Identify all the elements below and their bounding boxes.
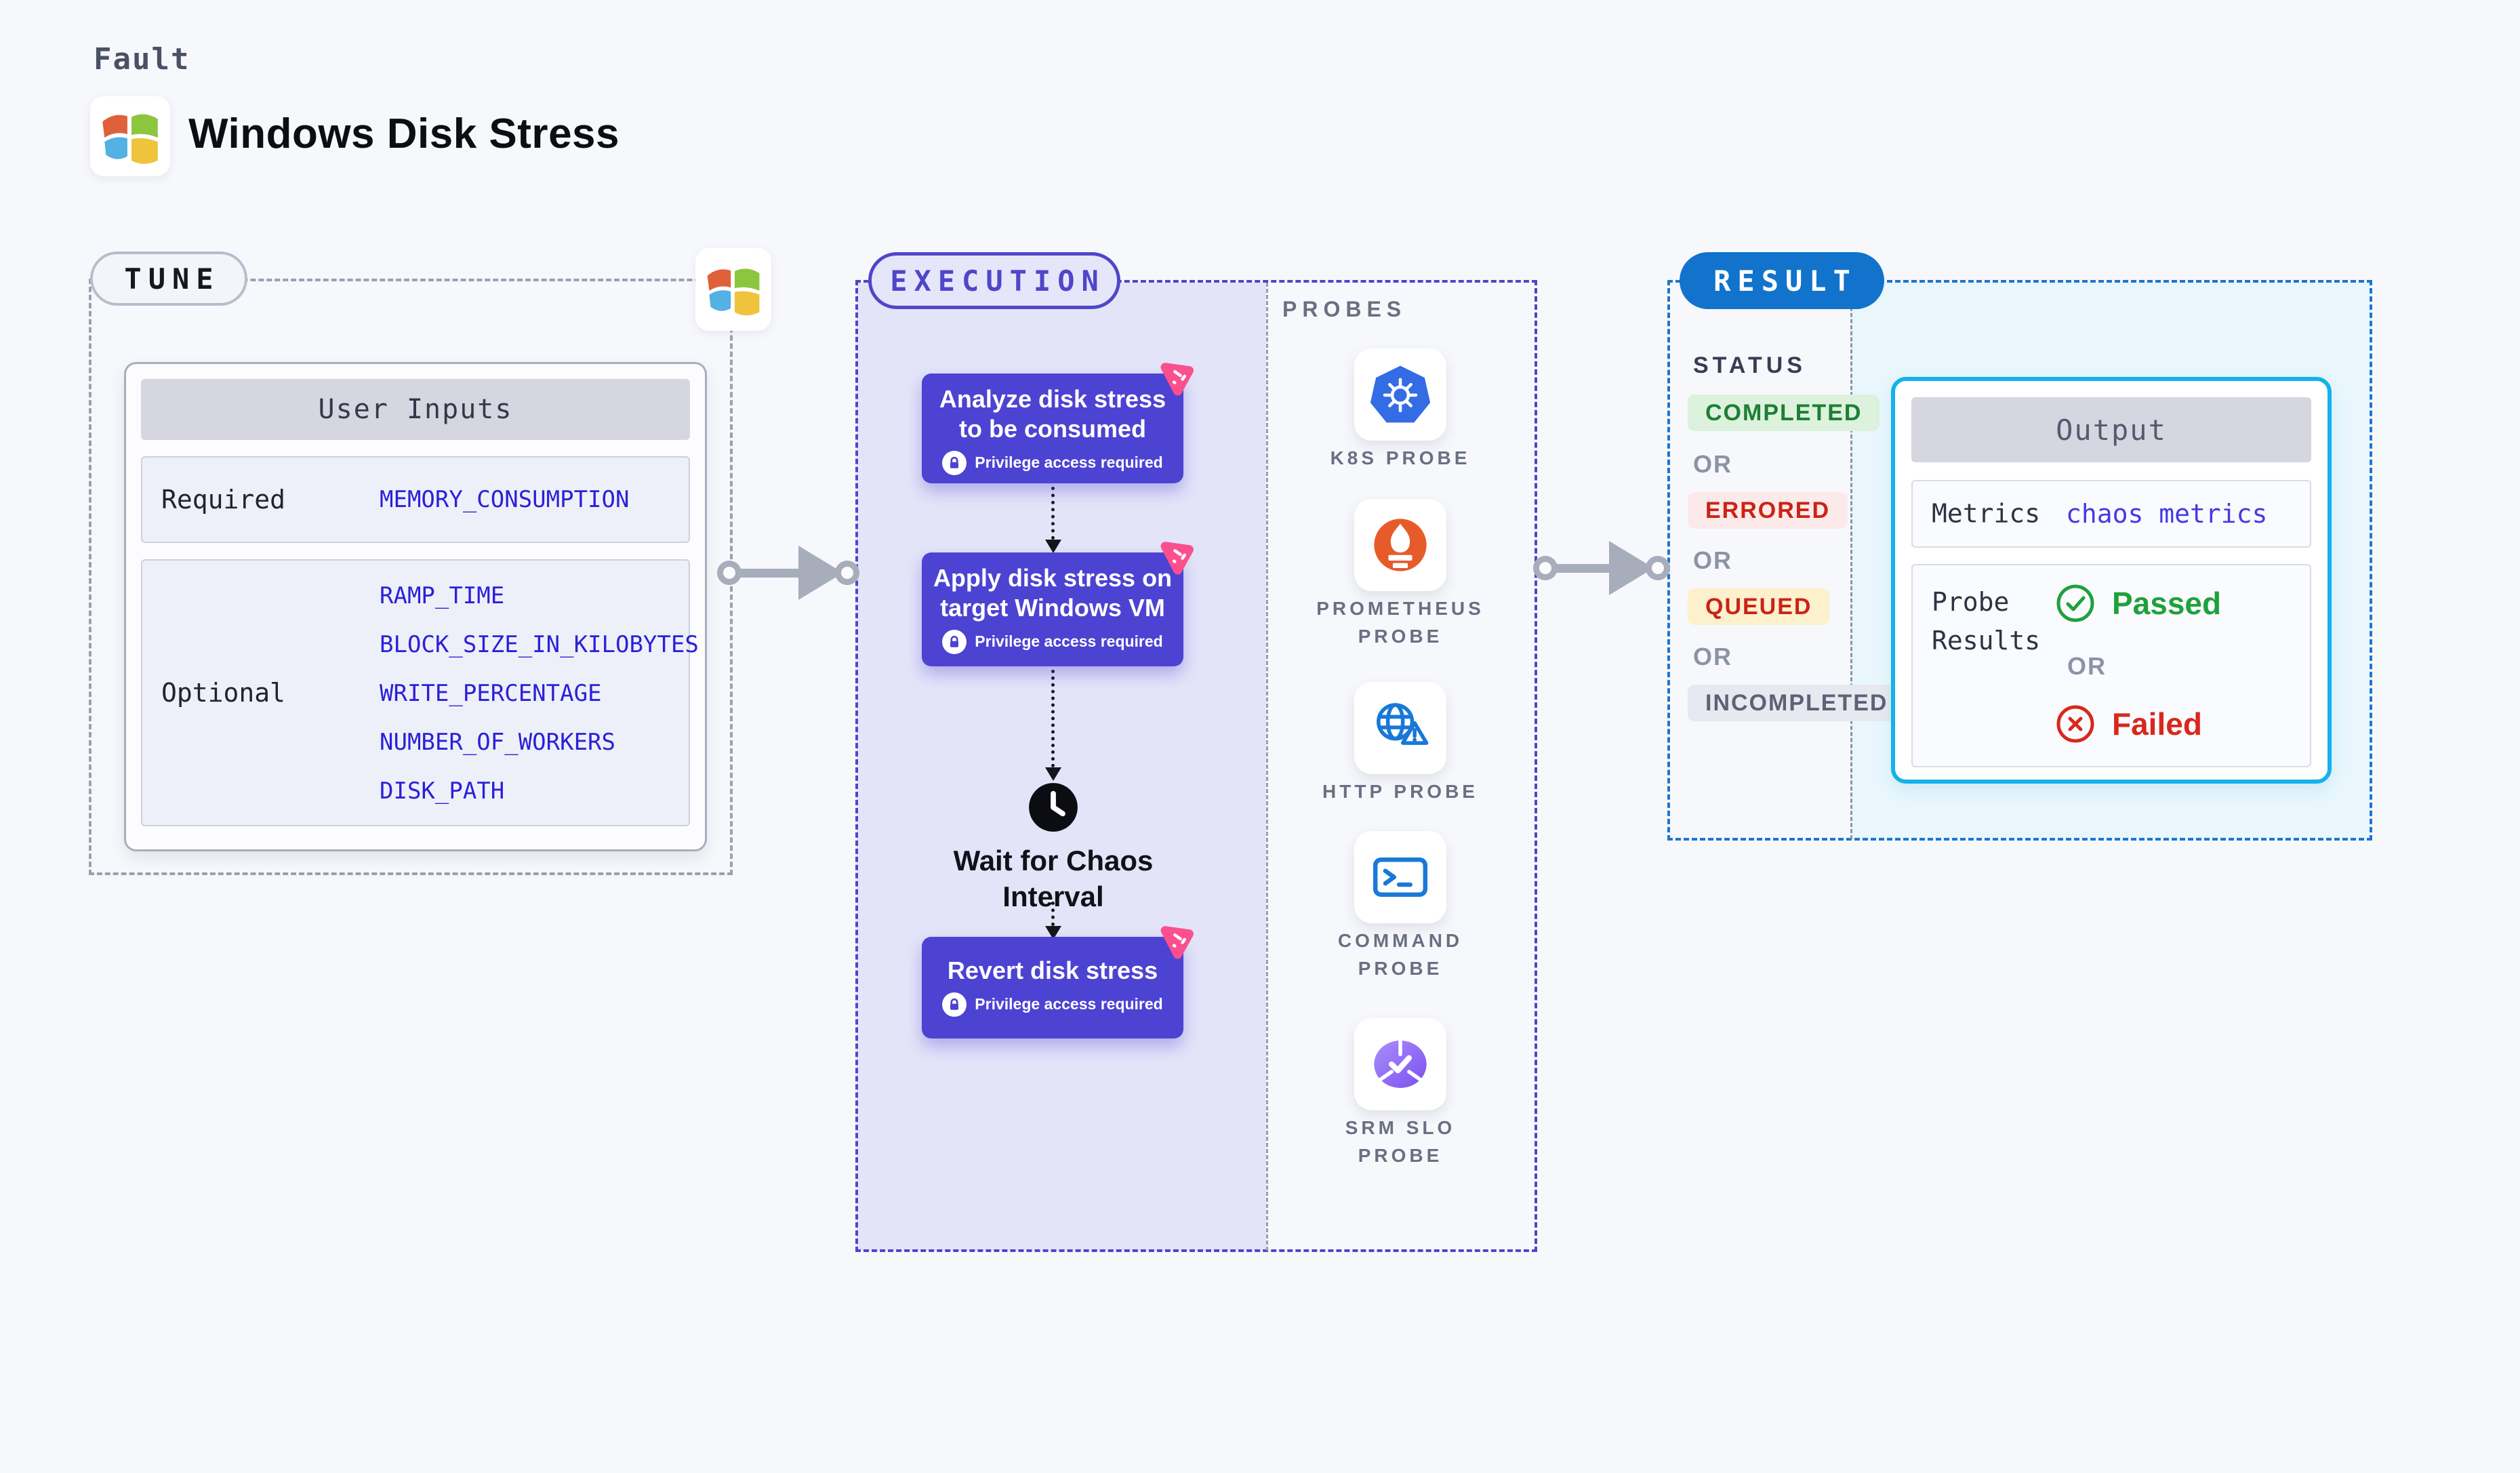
chaos-metrics-link[interactable]: chaos metrics bbox=[2066, 499, 2268, 529]
command-probe-card bbox=[1354, 831, 1446, 923]
lock-icon bbox=[942, 992, 967, 1017]
metrics-label: Metrics bbox=[1932, 498, 2041, 529]
tune-badge-label: TUNE bbox=[124, 262, 220, 296]
param-disk-path: DISK_PATH bbox=[380, 778, 505, 805]
step-revert-card: Revert disk stress Privilege access requ… bbox=[922, 926, 1194, 1038]
or-label: OR bbox=[1693, 643, 1732, 670]
prometheus-icon bbox=[1374, 519, 1427, 571]
optional-inputs-row: Optional RAMP_TIME BLOCK_SIZE_IN_KILOBYT… bbox=[141, 559, 699, 826]
user-inputs-header: User Inputs bbox=[141, 379, 690, 440]
step-title: Apply disk stress on target Windows VM bbox=[933, 564, 1173, 622]
page-title: Windows Disk Stress bbox=[188, 110, 620, 157]
result-section-badge: RESULT bbox=[1680, 252, 1884, 309]
or-label: OR bbox=[1693, 450, 1732, 478]
step-apply-card: Apply disk stress on target Windows VM P… bbox=[922, 542, 1194, 666]
chaos-pink-icon bbox=[1160, 542, 1194, 575]
prometheus-probe-label: PROMETHEUS PROBE bbox=[1316, 598, 1484, 647]
metrics-row: Metrics chaos metrics bbox=[1911, 480, 2311, 548]
output-card: Output Metrics chaos metrics Probe Resul… bbox=[1891, 377, 2332, 784]
param-number-of-workers: NUMBER_OF_WORKERS bbox=[380, 729, 615, 756]
execution-badge-label: EXECUTION bbox=[890, 264, 1105, 298]
http-probe-label: HTTP PROBE bbox=[1322, 781, 1478, 802]
windows-logo-icon bbox=[90, 96, 170, 176]
status-heading: STATUS bbox=[1693, 352, 1806, 378]
connector-analyze-to-apply bbox=[1051, 487, 1055, 540]
chaos-pink-icon bbox=[1160, 363, 1194, 396]
user-inputs-card: User Inputs Required MEMORY_CONSUMPTION … bbox=[124, 362, 707, 851]
terminal-icon bbox=[1373, 857, 1428, 897]
execution-section-badge: EXECUTION bbox=[868, 252, 1120, 309]
failed-label: Failed bbox=[2112, 706, 2202, 742]
privilege-note: Privilege access required bbox=[975, 453, 1163, 472]
probes-heading: PROBES bbox=[1282, 297, 1407, 321]
clock-icon bbox=[1027, 781, 1080, 834]
http-globe-warning-icon bbox=[1377, 703, 1429, 745]
connector-apply-to-wait bbox=[1051, 670, 1055, 767]
param-ramp-time: RAMP_TIME bbox=[380, 582, 505, 609]
param-write-percentage: WRITE_PERCENTAGE bbox=[380, 680, 602, 707]
probe-results-label: Probe Results bbox=[1932, 587, 2041, 655]
privilege-note: Privilege access required bbox=[975, 995, 1163, 1013]
connector-arrowhead bbox=[1045, 767, 1061, 781]
result-separator bbox=[1850, 283, 1852, 839]
probe-results-row: Probe Results Passed OR Failed bbox=[1911, 564, 2311, 767]
prometheus-probe-card bbox=[1354, 499, 1446, 591]
command-probe-label: COMMAND PROBE bbox=[1337, 930, 1463, 979]
passed-verdict: Passed bbox=[2055, 583, 2221, 624]
fault-kind-label: Fault bbox=[94, 42, 190, 77]
kubernetes-icon bbox=[1370, 365, 1431, 423]
param-memory-consumption: MEMORY_CONSUMPTION bbox=[380, 486, 630, 513]
connector-wait-to-revert bbox=[1051, 902, 1055, 926]
passed-label: Passed bbox=[2112, 586, 2222, 621]
or-label: OR bbox=[1693, 546, 1732, 574]
step-title: Revert disk stress bbox=[947, 956, 1158, 984]
k8s-probe-label: K8S PROBE bbox=[1330, 447, 1471, 468]
failed-verdict: Failed bbox=[2055, 704, 2202, 744]
status-badge-queued: QUEUED bbox=[1688, 588, 1830, 625]
connector-arrowhead bbox=[1045, 540, 1061, 553]
step-title: Analyze disk stress to be consumed bbox=[939, 385, 1166, 443]
optional-label: Optional bbox=[161, 678, 286, 708]
required-inputs-row: Required MEMORY_CONSUMPTION bbox=[141, 456, 690, 543]
srm-slo-probe-card bbox=[1354, 1018, 1446, 1110]
connector-arrowhead bbox=[1045, 926, 1061, 940]
windows-logo-icon bbox=[695, 248, 771, 331]
wait-for-chaos-interval-label: Wait for Chaos Interval bbox=[953, 845, 1154, 912]
param-block-size: BLOCK_SIZE_IN_KILOBYTES bbox=[380, 631, 699, 658]
tune-section-badge: TUNE bbox=[90, 251, 247, 306]
lock-icon bbox=[942, 629, 967, 654]
srm-slo-probe-label: SRM SLO PROBE bbox=[1345, 1117, 1456, 1166]
chaos-pink-icon bbox=[1160, 926, 1194, 959]
k8s-probe-card bbox=[1354, 348, 1446, 441]
status-badge-completed: COMPLETED bbox=[1688, 395, 1880, 431]
http-probe-card bbox=[1354, 682, 1446, 774]
required-label: Required bbox=[161, 485, 286, 514]
probes-separator bbox=[1266, 283, 1268, 1251]
lock-icon bbox=[942, 450, 967, 475]
circle-x-icon bbox=[2056, 705, 2094, 743]
privilege-note: Privilege access required bbox=[975, 632, 1163, 651]
step-analyze-card: Analyze disk stress to be consumed Privi… bbox=[922, 363, 1194, 483]
status-badge-incompleted: INCOMPLETED bbox=[1688, 685, 1906, 721]
output-card-header: Output bbox=[1911, 397, 2311, 462]
status-badge-errored: ERRORED bbox=[1688, 492, 1848, 529]
slo-pie-check-icon bbox=[1374, 1038, 1427, 1088]
result-badge-label: RESULT bbox=[1713, 264, 1857, 298]
circle-check-icon bbox=[2056, 584, 2094, 622]
or-label: OR bbox=[2067, 652, 2107, 680]
